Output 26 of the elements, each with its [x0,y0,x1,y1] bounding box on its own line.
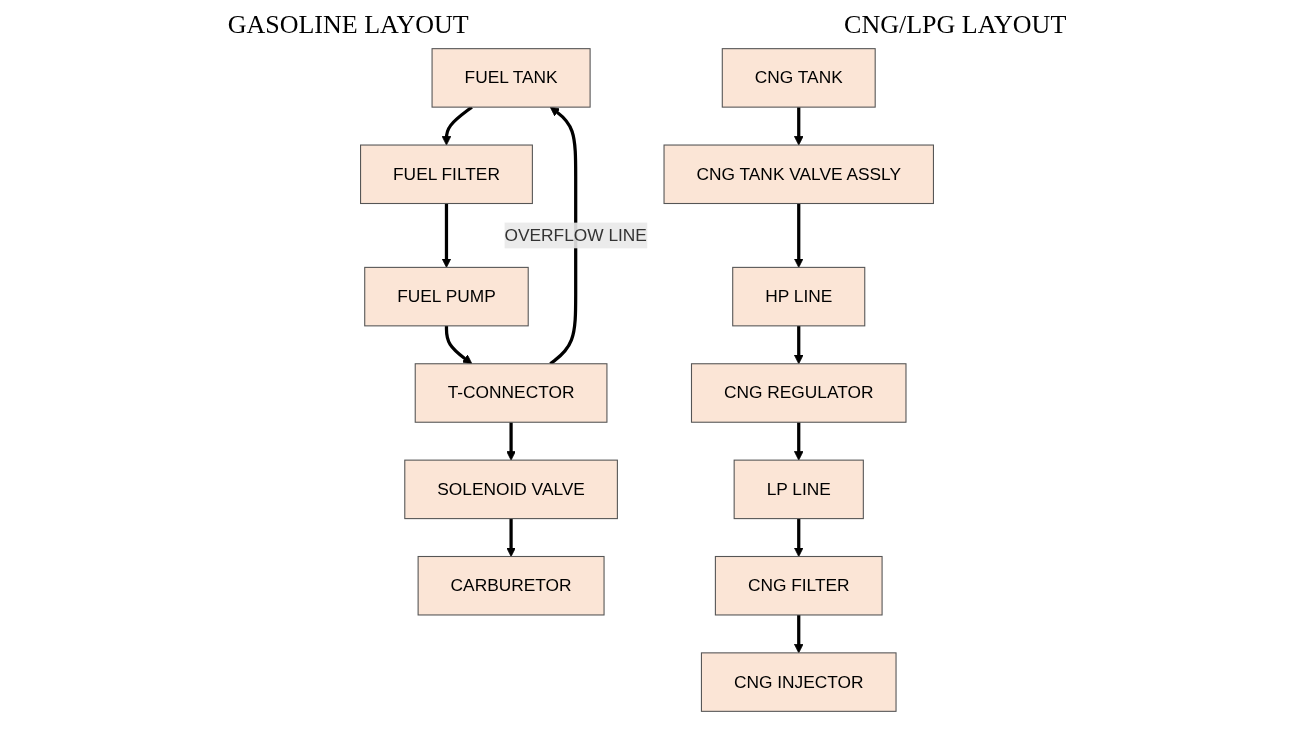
arrow [793,107,804,146]
node-box: CNG TANK [721,48,876,108]
node-box: LP LINE [733,459,864,520]
edge-label: OVERFLOW LINE [504,225,647,245]
node-box: FUEL FILTER [360,144,533,205]
node-box: T-CONNECTOR [414,363,608,423]
arrow [441,203,452,268]
arrow [506,422,516,461]
arrow [793,203,804,268]
node-box: CNG INJECTOR [700,652,897,712]
layout-heading: GASOLINE LAYOUT [227,10,469,40]
node-box: CNG REGULATOR [690,363,907,423]
node-box: CNG TANK VALVE ASSLY [663,144,934,205]
arrow [793,422,804,461]
layout-heading: CNG/LPG LAYOUT [844,10,1067,40]
arrow [793,518,804,557]
arrow [506,518,516,557]
node-box: FUEL TANK [431,48,591,108]
node-box: FUEL PUMP [364,266,529,327]
arrow [793,325,804,365]
node-box: SOLENOID VALVE [404,459,618,520]
arrow [793,614,804,654]
node-box: CARBURETOR [417,555,605,616]
arrow [444,325,473,365]
node-box: CNG FILTER [714,555,883,616]
node-box: HP LINE [732,266,866,327]
